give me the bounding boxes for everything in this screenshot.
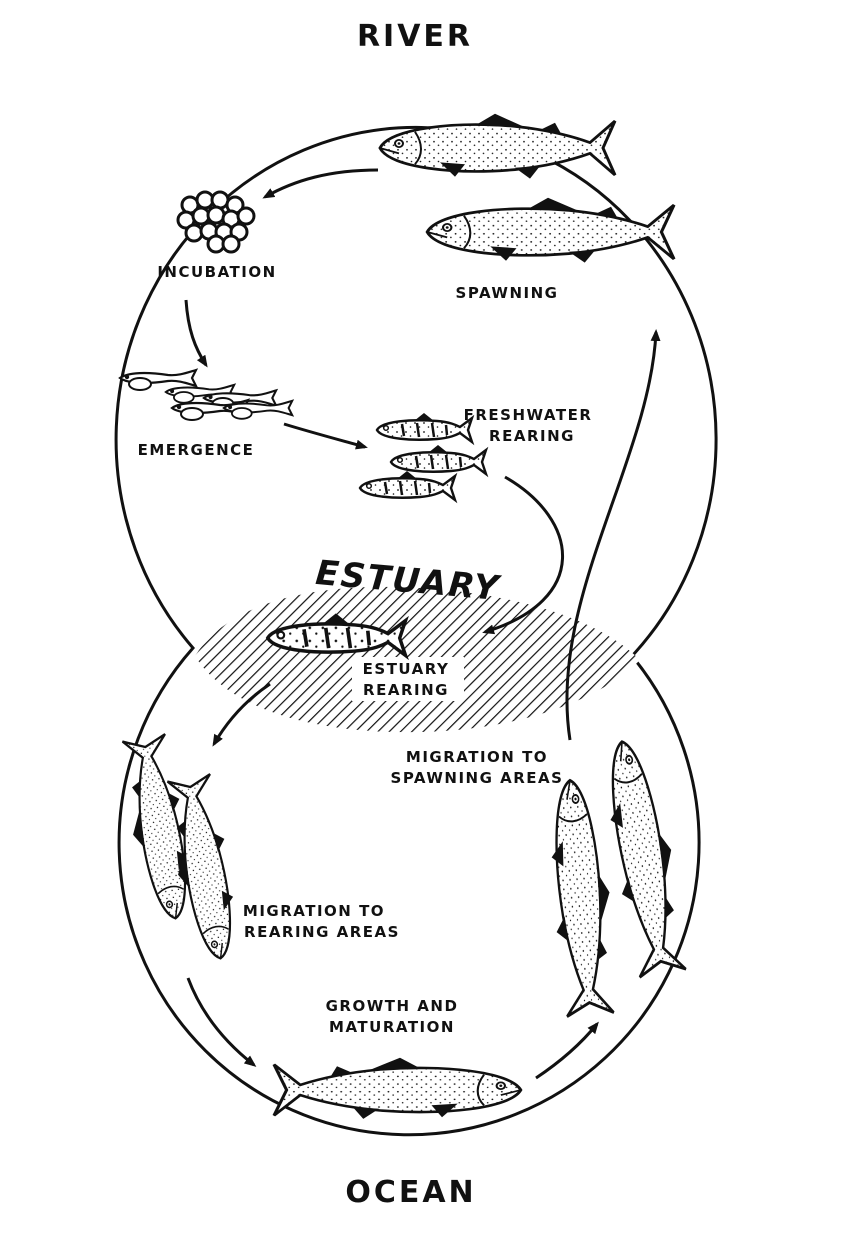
freshwater-rearing-label-1: FRESHWATER [464, 406, 593, 424]
ocean-label-gap [322, 1168, 500, 1212]
arrow-growth-to-migration-spawning [535, 1021, 599, 1080]
arrow-estuary-to-migration [212, 682, 271, 747]
estuary-rearing-label-1: ESTUARY [363, 660, 450, 678]
arrow-migration-to-growth [186, 977, 257, 1067]
arrow-freshwater-to-estuary [482, 475, 564, 635]
growth-label-1: GROWTH AND [326, 997, 459, 1015]
growth-label-2: MATURATION [329, 1018, 455, 1036]
fry-group [358, 411, 488, 502]
spawning-fish-2 [425, 196, 676, 265]
returning-adult-1 [542, 776, 622, 1019]
freshwater-rearing-label-2: REARING [489, 427, 575, 445]
migration-rearing-label-2: REARING AREAS [244, 923, 400, 941]
migration-spawning-label-1: MIGRATION TO [406, 748, 548, 766]
alevin-group [118, 368, 294, 422]
migration-rearing-label-1: MIGRATION TO [243, 902, 385, 920]
returning-adult-2 [594, 735, 694, 980]
migration-spawning-label-2: SPAWNING AREAS [391, 769, 564, 787]
emergence-label: EMERGENCE [138, 441, 255, 459]
ocean-label: OCEAN [345, 1175, 476, 1210]
spawning-fish-1 [378, 112, 617, 181]
incubation-label: INCUBATION [157, 263, 276, 281]
arrow-to-spawning [565, 329, 661, 741]
river-label: RIVER [357, 19, 473, 54]
arrow-spawning-to-incubation [262, 168, 379, 199]
arrow-emergence-to-freshwater [283, 422, 368, 450]
ocean-adult-fish [272, 1056, 523, 1121]
estuary-rearing-label-2: REARING [363, 681, 449, 699]
arrow-incubation-to-emergence [184, 299, 208, 368]
estuary-rearing-label-bg [352, 657, 464, 701]
river-label-gap [335, 15, 495, 55]
spawning-label: SPAWNING [456, 284, 559, 302]
egg-cluster [176, 190, 256, 254]
